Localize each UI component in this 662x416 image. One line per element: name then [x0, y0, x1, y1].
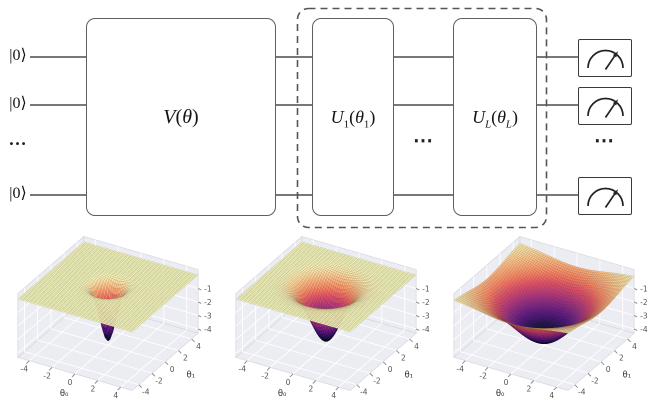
loss-landscape-plot-1	[7, 232, 219, 416]
qubit-label-3: |0⟩	[9, 185, 27, 202]
measurement-meter-3	[578, 177, 632, 215]
gate-v-theta-label: V(θ)	[163, 105, 199, 128]
gate-u1: U1(θ1)	[312, 18, 394, 216]
loss-landscape-plots-row	[0, 230, 662, 416]
gate-uL-label: UL(θL)	[472, 106, 518, 131]
qubit-ellipsis: …	[8, 129, 28, 149]
gate-uL: UL(θL)	[453, 18, 537, 216]
meter-gauge-icon	[586, 187, 624, 208]
gate-v-theta: V(θ)	[86, 18, 276, 216]
circuit-diagram: |0⟩ |0⟩ … |0⟩ V(θ) U1(θ1) ⋯ UL(θL)	[8, 7, 632, 229]
gate-ellipsis: ⋯	[413, 130, 433, 152]
meter-gauge-icon	[586, 97, 624, 118]
meter-ellipsis: ⋯	[594, 130, 614, 152]
loss-landscape-plot-3	[443, 232, 655, 416]
qubit-label-2: |0⟩	[9, 95, 27, 112]
meter-gauge-icon	[586, 49, 624, 70]
loss-landscape-plot-2	[225, 232, 437, 416]
measurement-meter-1	[578, 39, 632, 77]
measurement-meter-2	[578, 87, 632, 125]
qubit-label-1: |0⟩	[9, 47, 27, 64]
gate-u1-label: U1(θ1)	[330, 106, 376, 131]
